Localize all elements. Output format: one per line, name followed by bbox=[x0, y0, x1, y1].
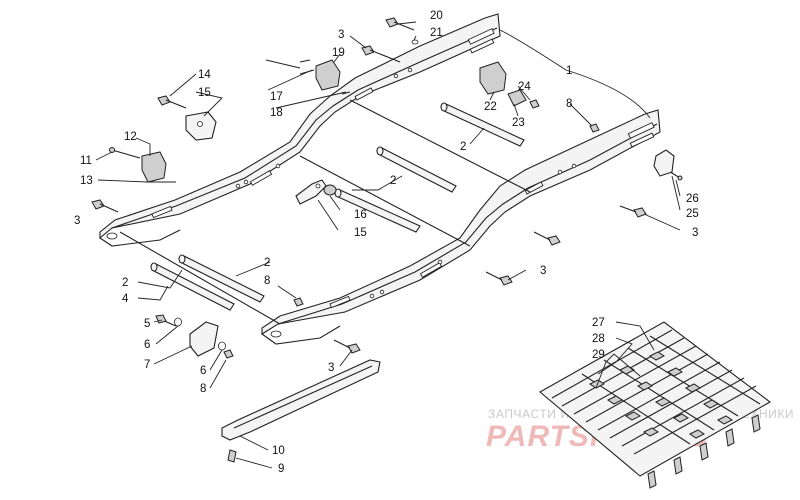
callout-3: 3 bbox=[328, 362, 334, 374]
callout-2: 2 bbox=[264, 257, 270, 269]
bolt-14 bbox=[157, 95, 187, 109]
callout-13: 13 bbox=[80, 175, 93, 187]
stop-block-12 bbox=[141, 151, 167, 183]
bumper-22 bbox=[479, 61, 507, 95]
callout-2: 2 bbox=[122, 277, 128, 289]
bolt-3-bottom bbox=[333, 339, 361, 354]
callout-12: 12 bbox=[124, 131, 137, 143]
callout-8: 8 bbox=[200, 383, 206, 395]
brackets bbox=[141, 59, 675, 357]
plate-23 bbox=[507, 89, 527, 107]
bolt-3-top bbox=[361, 45, 401, 63]
nut-24 bbox=[529, 99, 540, 109]
bolt-3-left bbox=[91, 199, 119, 213]
callout-27: 27 bbox=[592, 317, 605, 329]
callout-8: 8 bbox=[566, 98, 572, 110]
callout-16: 16 bbox=[354, 209, 367, 221]
left-slide-rail bbox=[99, 13, 501, 247]
callout-15: 15 bbox=[354, 227, 367, 239]
callout-23: 23 bbox=[512, 117, 525, 129]
callout-11: 11 bbox=[80, 155, 92, 167]
nut-8-lower bbox=[223, 349, 234, 359]
washer-6-upper bbox=[174, 317, 182, 327]
callout-3: 3 bbox=[74, 215, 80, 227]
track-lugs bbox=[647, 414, 761, 489]
right-slide-rail bbox=[261, 109, 661, 345]
cross-shafts bbox=[119, 99, 531, 325]
nut-8-upper bbox=[589, 123, 600, 133]
nut-8-mid bbox=[293, 297, 304, 307]
track-clips bbox=[589, 351, 733, 439]
callout-25: 25 bbox=[686, 208, 699, 220]
callout-3: 3 bbox=[338, 29, 344, 41]
callout-3: 3 bbox=[692, 227, 698, 239]
callout-17: 17 bbox=[270, 91, 283, 103]
callout-14: 14 bbox=[198, 69, 211, 81]
bolt-3-mid bbox=[619, 205, 647, 218]
callout-20: 20 bbox=[430, 10, 443, 22]
spacer-16 bbox=[323, 184, 337, 196]
washer-6-lower bbox=[218, 341, 226, 351]
track bbox=[539, 321, 771, 489]
bracket-15-lower bbox=[295, 179, 327, 205]
callout-19: 19 bbox=[332, 47, 345, 59]
callout-22: 22 bbox=[484, 101, 497, 113]
callout-8: 8 bbox=[264, 275, 270, 287]
callouts: 20 21 3 19 1 14 15 24 8 17 18 22 23 12 2… bbox=[74, 10, 699, 475]
callout-1: 1 bbox=[566, 65, 572, 77]
screw-9 bbox=[227, 449, 237, 463]
callout-28: 28 bbox=[592, 333, 605, 345]
callout-4: 4 bbox=[122, 293, 129, 305]
callout-2: 2 bbox=[460, 141, 466, 153]
washer-21 bbox=[411, 39, 419, 45]
callout-7: 7 bbox=[144, 359, 150, 371]
callout-15: 15 bbox=[198, 87, 211, 99]
callout-29: 29 bbox=[592, 349, 605, 361]
callout-26: 26 bbox=[686, 193, 699, 205]
callout-24: 24 bbox=[518, 81, 531, 93]
leader-lines bbox=[95, 21, 681, 469]
callout-6: 6 bbox=[200, 365, 206, 377]
callout-2: 2 bbox=[390, 175, 396, 187]
wear-strip-10 bbox=[221, 359, 381, 463]
bolt-3-lower bbox=[485, 271, 513, 286]
callout-21: 21 bbox=[430, 27, 443, 39]
callout-18: 18 bbox=[270, 107, 283, 119]
bumper-19 bbox=[315, 59, 341, 91]
callout-5: 5 bbox=[144, 318, 150, 330]
callout-10: 10 bbox=[272, 445, 285, 457]
bolt-11 bbox=[109, 147, 141, 159]
bracket-25 bbox=[653, 149, 675, 177]
callout-6: 6 bbox=[144, 339, 150, 351]
callout-3: 3 bbox=[540, 265, 546, 277]
callout-9: 9 bbox=[278, 463, 284, 475]
wheel-guide-7 bbox=[189, 321, 219, 357]
bolt-3-center bbox=[533, 231, 561, 246]
